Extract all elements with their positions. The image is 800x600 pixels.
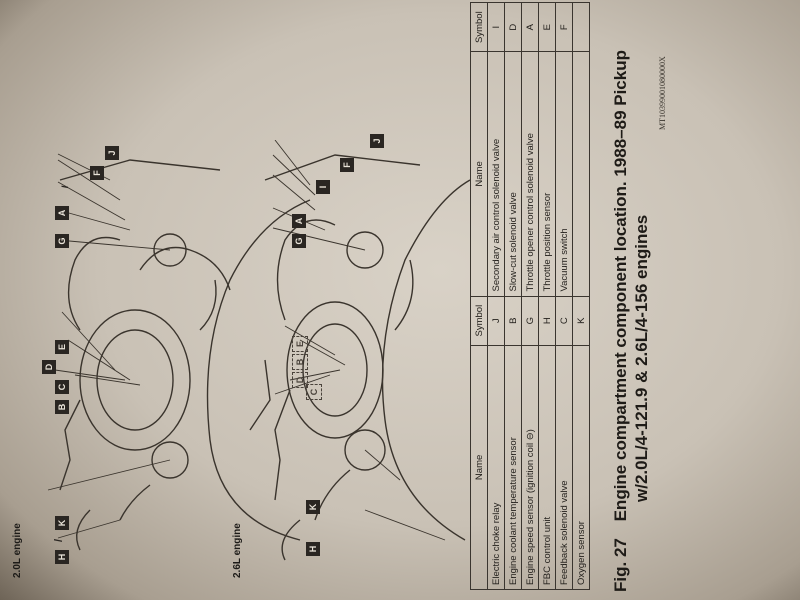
table-cell-name: Engine coolant temperature sensor <box>504 345 522 590</box>
caption-line-2: w/2.0L/4-121.9 & 2.6L/4-156 engines <box>632 214 651 502</box>
table-cell-name: Electric choke relay <box>487 345 505 590</box>
callout-j: J <box>105 146 119 160</box>
table-cell-name: Secondary air control solenoid valve <box>487 51 505 297</box>
table-cell-name: Oxygen sensor <box>572 345 590 590</box>
callout-g: G <box>55 234 69 248</box>
table-row: Feedback solenoid valve C Vacuum switch … <box>555 2 573 590</box>
callout-b: B <box>55 400 69 414</box>
callout-c-26: C <box>306 384 322 400</box>
figure-number: Fig. 27 <box>611 538 630 592</box>
table-cell-symbol: E <box>538 2 556 52</box>
table-cell-symbol: G <box>521 296 539 346</box>
callout-e-26: E <box>292 336 308 352</box>
callout-h: H <box>55 550 69 564</box>
engine-diagram-2-0l <box>20 140 320 580</box>
callout-e: E <box>55 340 69 354</box>
table-cell-symbol: B <box>504 296 522 346</box>
table-header-row: Name Symbol Name Symbol <box>470 2 488 590</box>
table-cell-symbol: D <box>504 2 522 52</box>
table-cell-name: Throttle opener control solenoid valve <box>521 51 539 297</box>
table-row: Oxygen sensor K <box>572 2 590 590</box>
callout-d-26: D <box>292 372 308 388</box>
table-cell-symbol: C <box>555 296 573 346</box>
callout-f: F <box>90 166 104 180</box>
engine-drawing-2-6l <box>264 139 471 561</box>
column-header-name: Name <box>470 51 488 297</box>
callout-a-26: A <box>292 214 306 228</box>
column-header-name: Name <box>470 345 488 590</box>
callout-d: D <box>42 360 56 374</box>
caption-line-1: Engine compartment component location. 1… <box>611 50 630 522</box>
table-cell-symbol: J <box>487 296 505 346</box>
engine-diagram-2-6l <box>245 139 475 580</box>
figure-caption: Fig. 27 Engine compartment component loc… <box>610 2 652 592</box>
table-row: FBC control unit H Throttle position sen… <box>538 2 556 590</box>
document-code: MT10399001080000X <box>658 56 667 130</box>
section-title-2-6l: 2.6L engine <box>232 523 243 578</box>
table-cell-name: Slow-cut solenoid valve <box>504 51 522 297</box>
table-cell-symbol: H <box>538 296 556 346</box>
callout-k: K <box>55 516 69 530</box>
callout-j-26: J <box>370 134 384 148</box>
callout-b-26: B <box>292 354 308 370</box>
table-cell-symbol: I <box>487 2 505 52</box>
table-row: Engine coolant temperature sensor B Slow… <box>504 2 522 590</box>
callout-i: I <box>60 185 70 189</box>
column-header-symbol: Symbol <box>470 2 488 52</box>
table-cell-name: Vacuum switch <box>555 51 573 297</box>
table-cell-symbol: K <box>572 296 590 346</box>
callout-f-26: F <box>340 158 354 172</box>
table-cell-symbol: F <box>555 2 573 52</box>
table-cell-symbol <box>572 2 590 52</box>
callout-g-26: G <box>292 234 306 248</box>
engine-drawing-2-0l <box>47 153 311 551</box>
table-cell-name <box>572 51 590 297</box>
table-cell-name: FBC control unit <box>538 345 556 590</box>
table-cell-name: Throttle position sensor <box>538 51 556 297</box>
component-legend-table: Name Symbol Name Symbol Electric choke r… <box>470 2 590 590</box>
callout-slash: / <box>53 538 65 542</box>
table-cell-symbol: A <box>521 2 539 52</box>
table-row: Engine speed sensor (ignition coil ⊖) G … <box>521 2 539 590</box>
callout-k-26: K <box>306 500 320 514</box>
callout-a: A <box>55 206 69 220</box>
callout-i-26: I <box>316 180 330 194</box>
callout-h-26: H <box>306 542 320 556</box>
table-cell-name: Feedback solenoid valve <box>555 345 573 590</box>
table-row: Electric choke relay J Secondary air con… <box>487 2 505 590</box>
table-cell-name: Engine speed sensor (ignition coil ⊖) <box>521 345 539 590</box>
callout-c: C <box>55 380 69 394</box>
column-header-symbol: Symbol <box>470 296 488 346</box>
